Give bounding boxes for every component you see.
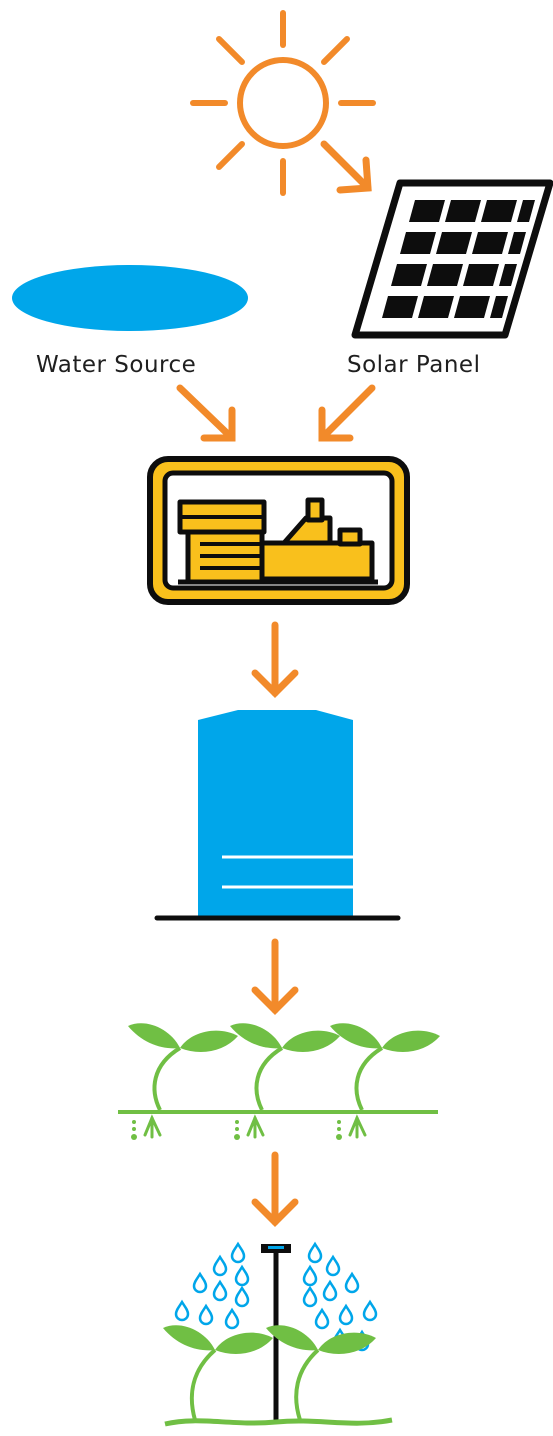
solar-panel-icon bbox=[355, 183, 550, 335]
sprinkler-irrigation-icon bbox=[163, 1244, 392, 1424]
pump-to-tank-arrow bbox=[255, 625, 295, 693]
pump-icon bbox=[150, 459, 407, 602]
drip-irrigation-icon bbox=[118, 1023, 440, 1140]
panel-to-pump-arrow bbox=[322, 388, 372, 438]
water-tank-icon bbox=[157, 710, 398, 918]
water-source-label: Water Source bbox=[36, 352, 196, 378]
water-source-icon bbox=[12, 265, 248, 331]
water-to-pump-arrow bbox=[180, 388, 232, 438]
drip-to-sprinkler-arrow bbox=[255, 1155, 295, 1222]
sun-to-panel-arrow bbox=[324, 144, 368, 190]
solar-panel-label: Solar Panel bbox=[347, 352, 480, 378]
tank-to-drip-arrow bbox=[255, 942, 295, 1010]
